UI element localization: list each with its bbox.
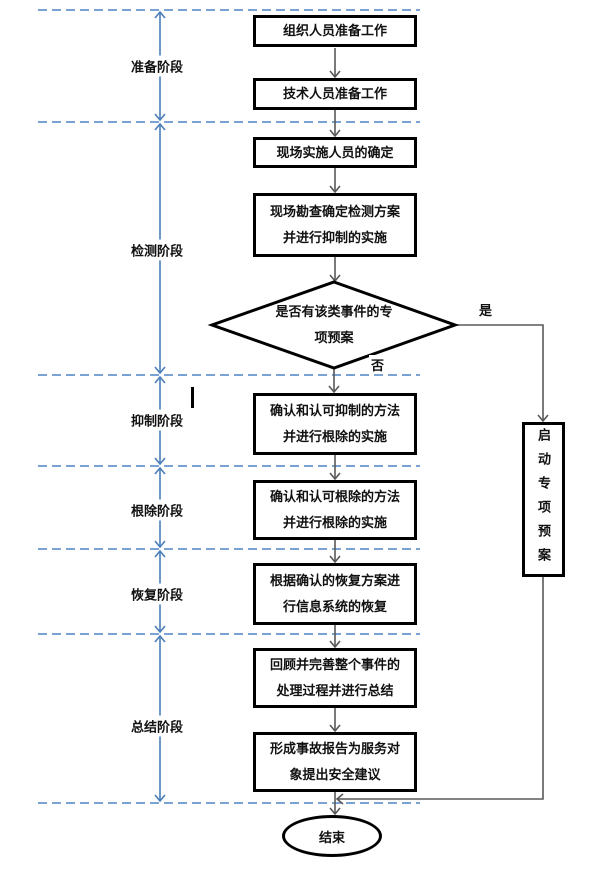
phase-label-summary: 总结阶段 — [127, 715, 187, 737]
node-report: 形成事故报告为服务对象提出安全建议 — [253, 732, 417, 792]
phase-label-prepare: 准备阶段 — [127, 55, 187, 77]
node-org-prepare-label: 组织人员准备工作 — [282, 23, 387, 38]
phase-span-arrows — [154, 10, 166, 803]
node-decision: 是否有该类事件的专项预案 — [264, 296, 404, 354]
phase-dashed-lines — [38, 9, 420, 804]
node-decision-label: 是否有该类事件的专项预案 — [275, 304, 393, 345]
node-personnel-confirm: 现场实施人员的确定 — [253, 137, 417, 168]
edge-label-no: 否 — [369, 355, 387, 374]
node-recover-exec-label: 根据确认的恢复方案进行信息系统的恢复 — [269, 573, 400, 614]
node-special-plan: 启动专项预案 — [522, 422, 565, 577]
node-eradicate-confirm-label: 确认和认可根除的方法并进行根除的实施 — [269, 489, 400, 530]
phase-label-suppress: 抑制阶段 — [127, 409, 187, 431]
node-recover-exec: 根据确认的恢复方案进行信息系统的恢复 — [253, 563, 417, 625]
edge-label-yes: 是 — [477, 300, 495, 319]
node-report-label: 形成事故报告为服务对象提出安全建议 — [269, 741, 400, 782]
node-survey-detect-label: 现场勘查确定检测方案并进行抑制的实施 — [269, 204, 400, 245]
node-end-label: 结束 — [318, 829, 345, 845]
node-personnel-confirm-label: 现场实施人员的确定 — [276, 144, 394, 160]
node-review-summary-label: 回顾并完善整个事件的处理过程并进行总结 — [269, 657, 400, 698]
stray-tick-mark — [191, 387, 194, 408]
node-tech-prepare-label: 技术人员准备工作 — [282, 86, 387, 101]
flow-connectors — [328, 48, 549, 816]
node-org-prepare: 组织人员准备工作 — [253, 15, 417, 47]
node-eradicate-confirm: 确认和认可根除的方法并进行根除的实施 — [253, 480, 417, 540]
node-suppress-confirm-label: 确认和认可抑制的方法并进行根除的实施 — [269, 403, 400, 444]
decision-diamond-shape — [207, 280, 460, 370]
phase-label-eradicate: 根除阶段 — [127, 499, 187, 521]
node-end: 结束 — [282, 815, 382, 857]
phase-label-recover: 恢复阶段 — [127, 583, 187, 605]
node-suppress-confirm: 确认和认可抑制的方法并进行根除的实施 — [253, 393, 417, 455]
phase-label-detect: 检测阶段 — [127, 239, 187, 261]
node-survey-detect: 现场勘查确定检测方案并进行抑制的实施 — [253, 193, 417, 257]
node-tech-prepare: 技术人员准备工作 — [253, 78, 417, 110]
node-review-summary: 回顾并完善整个事件的处理过程并进行总结 — [253, 648, 417, 708]
